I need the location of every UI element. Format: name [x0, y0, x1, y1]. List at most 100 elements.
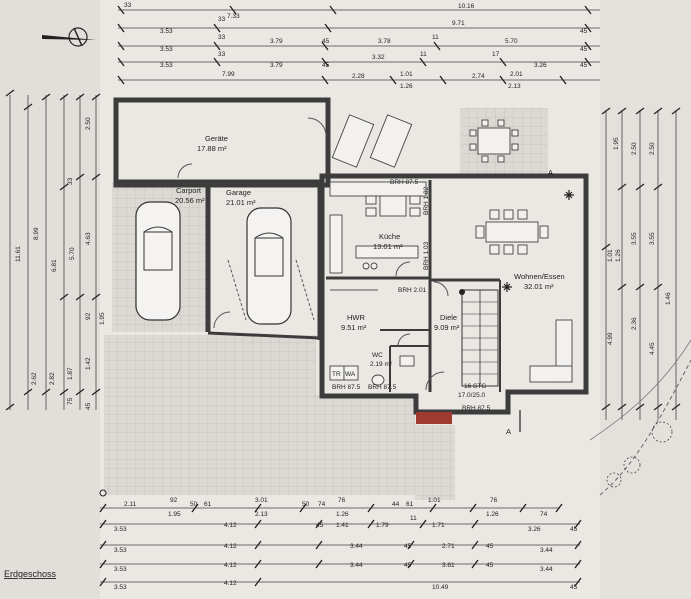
wohnen-name: Wohnen/Essen [514, 272, 565, 281]
terrace-loungers [331, 114, 413, 168]
dim-bot-3f: 45 [486, 543, 494, 550]
dim-left-g: 2.62 [31, 372, 38, 385]
wc-name: WC [372, 352, 383, 359]
kueche-area: 13.01 m² [373, 242, 403, 251]
dim-bot-5c: 10.49 [432, 584, 449, 591]
dim-top-3d: 45 [322, 38, 330, 45]
geraete-room [113, 97, 331, 188]
dim-top-4i: 45 [580, 62, 588, 69]
garage-area: 21.01 m² [226, 198, 256, 207]
dim-top-4b: 33 [218, 51, 226, 58]
dim-bot-3g: 3.44 [540, 547, 553, 554]
dim-bot-4a: 3.53 [114, 566, 127, 573]
dim-bot-5b: 4.12 [224, 580, 237, 587]
dim-left-e: 4.63 [85, 232, 92, 245]
dim-left-j: 1.42 [85, 357, 92, 370]
top-dimension-lines: 33 7.33 10.16 3.53 33 9.71 45 3.53 33 3.… [117, 2, 600, 90]
dim-bot-1n: 1.01 [428, 497, 441, 504]
dim-right-e: 3.55 [649, 232, 656, 245]
dim-bot-2h: 3.26 [528, 526, 541, 533]
dim-bot-3d: 45 [404, 543, 412, 550]
fixture-wa: WA [345, 371, 356, 378]
dim-bot-1l: 44 [392, 501, 400, 508]
dim-top-2a: 3.53 [160, 28, 173, 35]
diele-name: Diele [440, 313, 457, 322]
dim-top-2b: 33 [218, 16, 226, 23]
dim-right-c: 2.50 [649, 142, 656, 155]
dim-bot-1e: 61 [204, 501, 212, 508]
dim-right-f: 1.01 [607, 249, 614, 262]
fixture-tr: TR [332, 371, 341, 378]
dim-bot-1b: 92 [170, 497, 178, 504]
wohnen-area: 32.01 m² [524, 282, 554, 291]
dim-bot-2b: 4.12 [224, 522, 237, 529]
window-code-1: BRH 87.5 [390, 179, 419, 186]
dim-bot-1h: 50 [302, 501, 310, 508]
dim-top-3b: 33 [218, 34, 226, 41]
dim-top-4a: 3.53 [160, 62, 173, 69]
hwr-fixtures [329, 365, 359, 381]
dim-bot-2d: 1.41 [336, 522, 349, 529]
dim-left-h: 2.82 [49, 372, 56, 385]
dim-bot-4e: 3.61 [442, 562, 455, 569]
dim-top-2d: 45 [580, 28, 588, 35]
dim-bot-2c: 45 [316, 522, 324, 529]
dim-bot-2f: 11 [410, 515, 417, 522]
dim-bot-1q: 74 [540, 511, 548, 518]
kitchen-furniture [329, 181, 427, 277]
dim-right-g: 1.26 [615, 249, 622, 262]
dim-bot-3e: 2.71 [442, 543, 455, 550]
dim-top-5e: 2.01 [510, 71, 523, 78]
hwr-name: HWR [347, 313, 365, 322]
dim-top-4f: 11 [420, 51, 427, 58]
dim-right-b: 2.50 [631, 142, 638, 155]
dim-bot-5d: 45 [570, 584, 578, 591]
dim-left-f: 2.50 [85, 117, 92, 130]
dim-right-d: 3.55 [631, 232, 638, 245]
dim-top-5f: 2.13 [508, 83, 521, 90]
dim-top-3h: 45 [580, 46, 588, 53]
dining-table [475, 209, 549, 255]
toilet-icon [371, 355, 415, 386]
car-icon-garage [246, 207, 292, 325]
dim-left-i: 1.87 [67, 367, 74, 380]
house-walls [319, 173, 589, 415]
car-icon-carport [135, 201, 181, 321]
carport-name: Carport [176, 186, 202, 195]
dim-left-m: 33 [67, 177, 74, 185]
dim-left-n: 75 [67, 397, 74, 405]
dim-right-i: 2.36 [631, 317, 638, 330]
dim-top-1b: 7.33 [227, 13, 240, 20]
dim-bot-2e: 1.79 [376, 522, 389, 529]
dim-bot-4f: 45 [486, 562, 494, 569]
dim-top-3f: 11 [432, 34, 439, 41]
dim-left-k: 92 [85, 312, 92, 320]
plant-icon [502, 190, 574, 292]
dim-top-3g: 5.70 [505, 38, 518, 45]
dim-top-1c: 10.16 [458, 3, 475, 10]
dim-top-2c: 9.71 [452, 20, 465, 27]
dim-bot-1g: 2.13 [255, 511, 268, 518]
dim-bot-1a: 2.11 [124, 501, 137, 508]
dim-bot-3a: 3.53 [114, 547, 127, 554]
dim-top-4e: 3.32 [372, 54, 385, 61]
stair-label: 16 STG [464, 383, 486, 390]
window-code-7: BRH 2.01 [398, 287, 427, 294]
dim-bot-3b: 4.12 [224, 543, 237, 550]
dim-bot-5a: 3.53 [114, 584, 127, 591]
dim-top-5g: 1.26 [400, 83, 413, 90]
dim-bot-1c: 1.95 [168, 511, 181, 518]
geraete-name: Geräte [205, 134, 228, 143]
window-code-6: BRH 1.03 [423, 241, 430, 270]
dim-top-4c: 3.79 [270, 62, 283, 69]
dim-top-1a: 33 [124, 2, 132, 9]
dim-top-4h: 3.26 [534, 62, 547, 69]
dim-top-5d: 2.74 [472, 73, 485, 80]
dim-bot-1o: 76 [490, 497, 498, 504]
terrace-table [469, 119, 519, 163]
dim-top-3a: 3.53 [160, 46, 173, 53]
hwr-area: 9.51 m² [341, 323, 367, 332]
stair-ratio: 17.0/25.0 [458, 392, 485, 399]
dim-top-5b: 2.28 [352, 73, 365, 80]
